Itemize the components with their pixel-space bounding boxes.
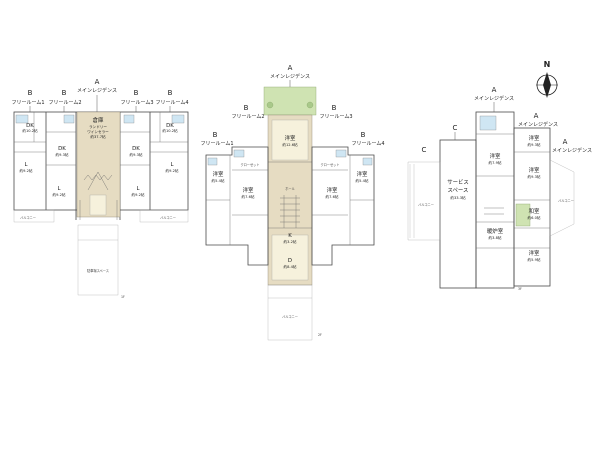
f1-dk-right2: DK [166,123,174,129]
f1-l-right: L [136,186,139,192]
f3-yo1: 洋室 [490,152,501,160]
f2-d-area: 約8.4帖 [284,264,297,269]
floor-2-plan: A メインレジデンス B フリールーム2 B フリールーム3 B フリールーム1… [200,64,385,341]
f3-header-c: C [453,124,458,132]
f2-garden [263,86,317,116]
f1-balcony-left: バルコニー [20,216,36,220]
f3-yo2: 洋室 [529,134,540,142]
f2-header-a-text: メインレジデンス [270,73,310,80]
f3-header-a2-text: メインレジデンス [518,121,558,128]
f1-free-room-4: フリールーム4 [155,100,188,106]
f3-yo2-area: 約9.3帖 [528,142,541,147]
f3-washitsu-area: 約6.0帖 [528,215,541,220]
f1-dk-right2-area: 約10.2帖 [162,128,178,133]
f3-danro: 暖炉室 [487,227,504,235]
f1-floor-label: 1F [121,295,125,299]
f2-closet-right: クローゼット [320,162,339,167]
f2-yo-left2: 洋室 [243,186,254,194]
f2-hall: ホール [285,186,295,191]
f3-header-a2: A [534,112,539,120]
f3-header-c2: C [422,146,427,154]
f1-dk-left-area: 約10.2帖 [22,128,38,133]
f1-l-left: L [24,162,27,168]
f3-header-a-text: メインレジデンス [474,95,514,102]
f2-balcony: バルコニー [282,315,298,319]
f1-dk-left2-area: 約9.3帖 [56,152,69,157]
f1-balcony-right: バルコニー [160,216,176,220]
f2-floor-label: 2F [318,333,322,337]
f2-header-b1: B [213,131,218,139]
f1-parking: 駐車場スペース [87,268,109,273]
f2-top-room-area: 約12.6帖 [282,142,298,147]
f2-free-room-2: フリールーム2 [231,114,264,120]
f3-service-area: 約33.3帖 [450,195,466,200]
f2-k: K [288,233,292,239]
f1-dk-left2: DK [58,146,66,152]
f2-closet-left: クローゼット [240,162,259,167]
f2-header-b2: B [244,104,249,112]
f1-l-right2: L [170,162,173,168]
f1-center-room-sub2: ワインセラー [87,129,109,134]
f2-yo-right2: 洋室 [357,170,368,178]
f1-l-left2-area: 約9.2帖 [53,192,66,197]
f1-center-room: 倉庫 [93,116,104,124]
f3-balcony-right: バルコニー [558,199,574,203]
f1-center-room-sub1: ランドリー [89,124,107,129]
f1-free-room-3: フリールーム3 [120,100,153,106]
compass-north: N [544,60,551,69]
f1-header-b2: B [62,89,67,97]
f3-floor-label: 3F [518,287,522,291]
compass-icon: N [536,60,558,98]
f1-header-b1: B [28,89,33,97]
f2-free-room-1: フリールーム1 [200,141,233,147]
f3-yo4-area: 約5.9帖 [528,257,541,262]
f1-free-room-2: フリールーム2 [48,100,81,106]
f2-header-b4: B [361,131,366,139]
f3-yo1-area: 約7.9帖 [489,160,502,165]
f2-top-room: 洋室 [285,134,296,142]
f2-yo-left1-area: 約5.4帖 [212,178,225,183]
f2-yo-right1: 洋室 [327,186,338,194]
f1-dk-left: DK [26,123,34,129]
f3-header-a3: A [563,138,568,146]
f1-l-left2: L [57,186,60,192]
f3-service: サービス [447,178,469,186]
f3-balcony-left: バルコニー [418,203,434,207]
f1-l-right-area: 約9.2帖 [132,192,145,197]
floor-3-plan: A メインレジデンス A メインレジデンス A メインレジデンス C C サービ… [407,86,592,291]
f1-l-left-area: 約9.2帖 [20,168,33,173]
f1-header-b3: B [134,89,139,97]
f3-yo3-area: 約9.3帖 [528,174,541,179]
f3-washitsu: 和室 [529,207,540,215]
f2-free-room-4: フリールーム4 [351,141,384,147]
f2-yo-right1-area: 約7.6帖 [326,194,339,199]
f1-dk-right: DK [132,146,140,152]
f2-yo-right2-area: 約5.4帖 [356,178,369,183]
f2-header-b3: B [332,104,337,112]
f2-free-room-3: フリールーム3 [319,114,352,120]
f3-header-a3-text: メインレジデンス [552,147,592,154]
floor-1-plan: A メインレジデンス B B B B フリールーム1 フリールーム2 フリールー… [11,78,188,299]
f1-dk-right-area: 約9.3帖 [130,152,143,157]
f1-l-right2-area: 約9.2帖 [166,168,179,173]
f2-k-area: 約3.2帖 [284,239,297,244]
f2-yo-left2-area: 約7.6帖 [242,194,255,199]
f3-service-block [439,139,477,289]
f1-center-room-area: 約37.7帖 [90,134,106,139]
f2-yo-left1: 洋室 [213,170,224,178]
f2-d: D [288,258,292,264]
f2-header-a: A [288,64,293,72]
f1-header-a-text: メインレジデンス [77,87,117,94]
f1-header-a: A [95,78,100,86]
f1-free-room-1: フリールーム1 [11,100,44,106]
f3-header-a: A [492,86,497,94]
f1-header-b4: B [168,89,173,97]
f3-service2: スペース [448,187,469,194]
f3-yo4: 洋室 [529,249,540,257]
f3-danro-area: 約3.8帖 [489,235,502,240]
f3-yo3: 洋室 [529,166,540,174]
